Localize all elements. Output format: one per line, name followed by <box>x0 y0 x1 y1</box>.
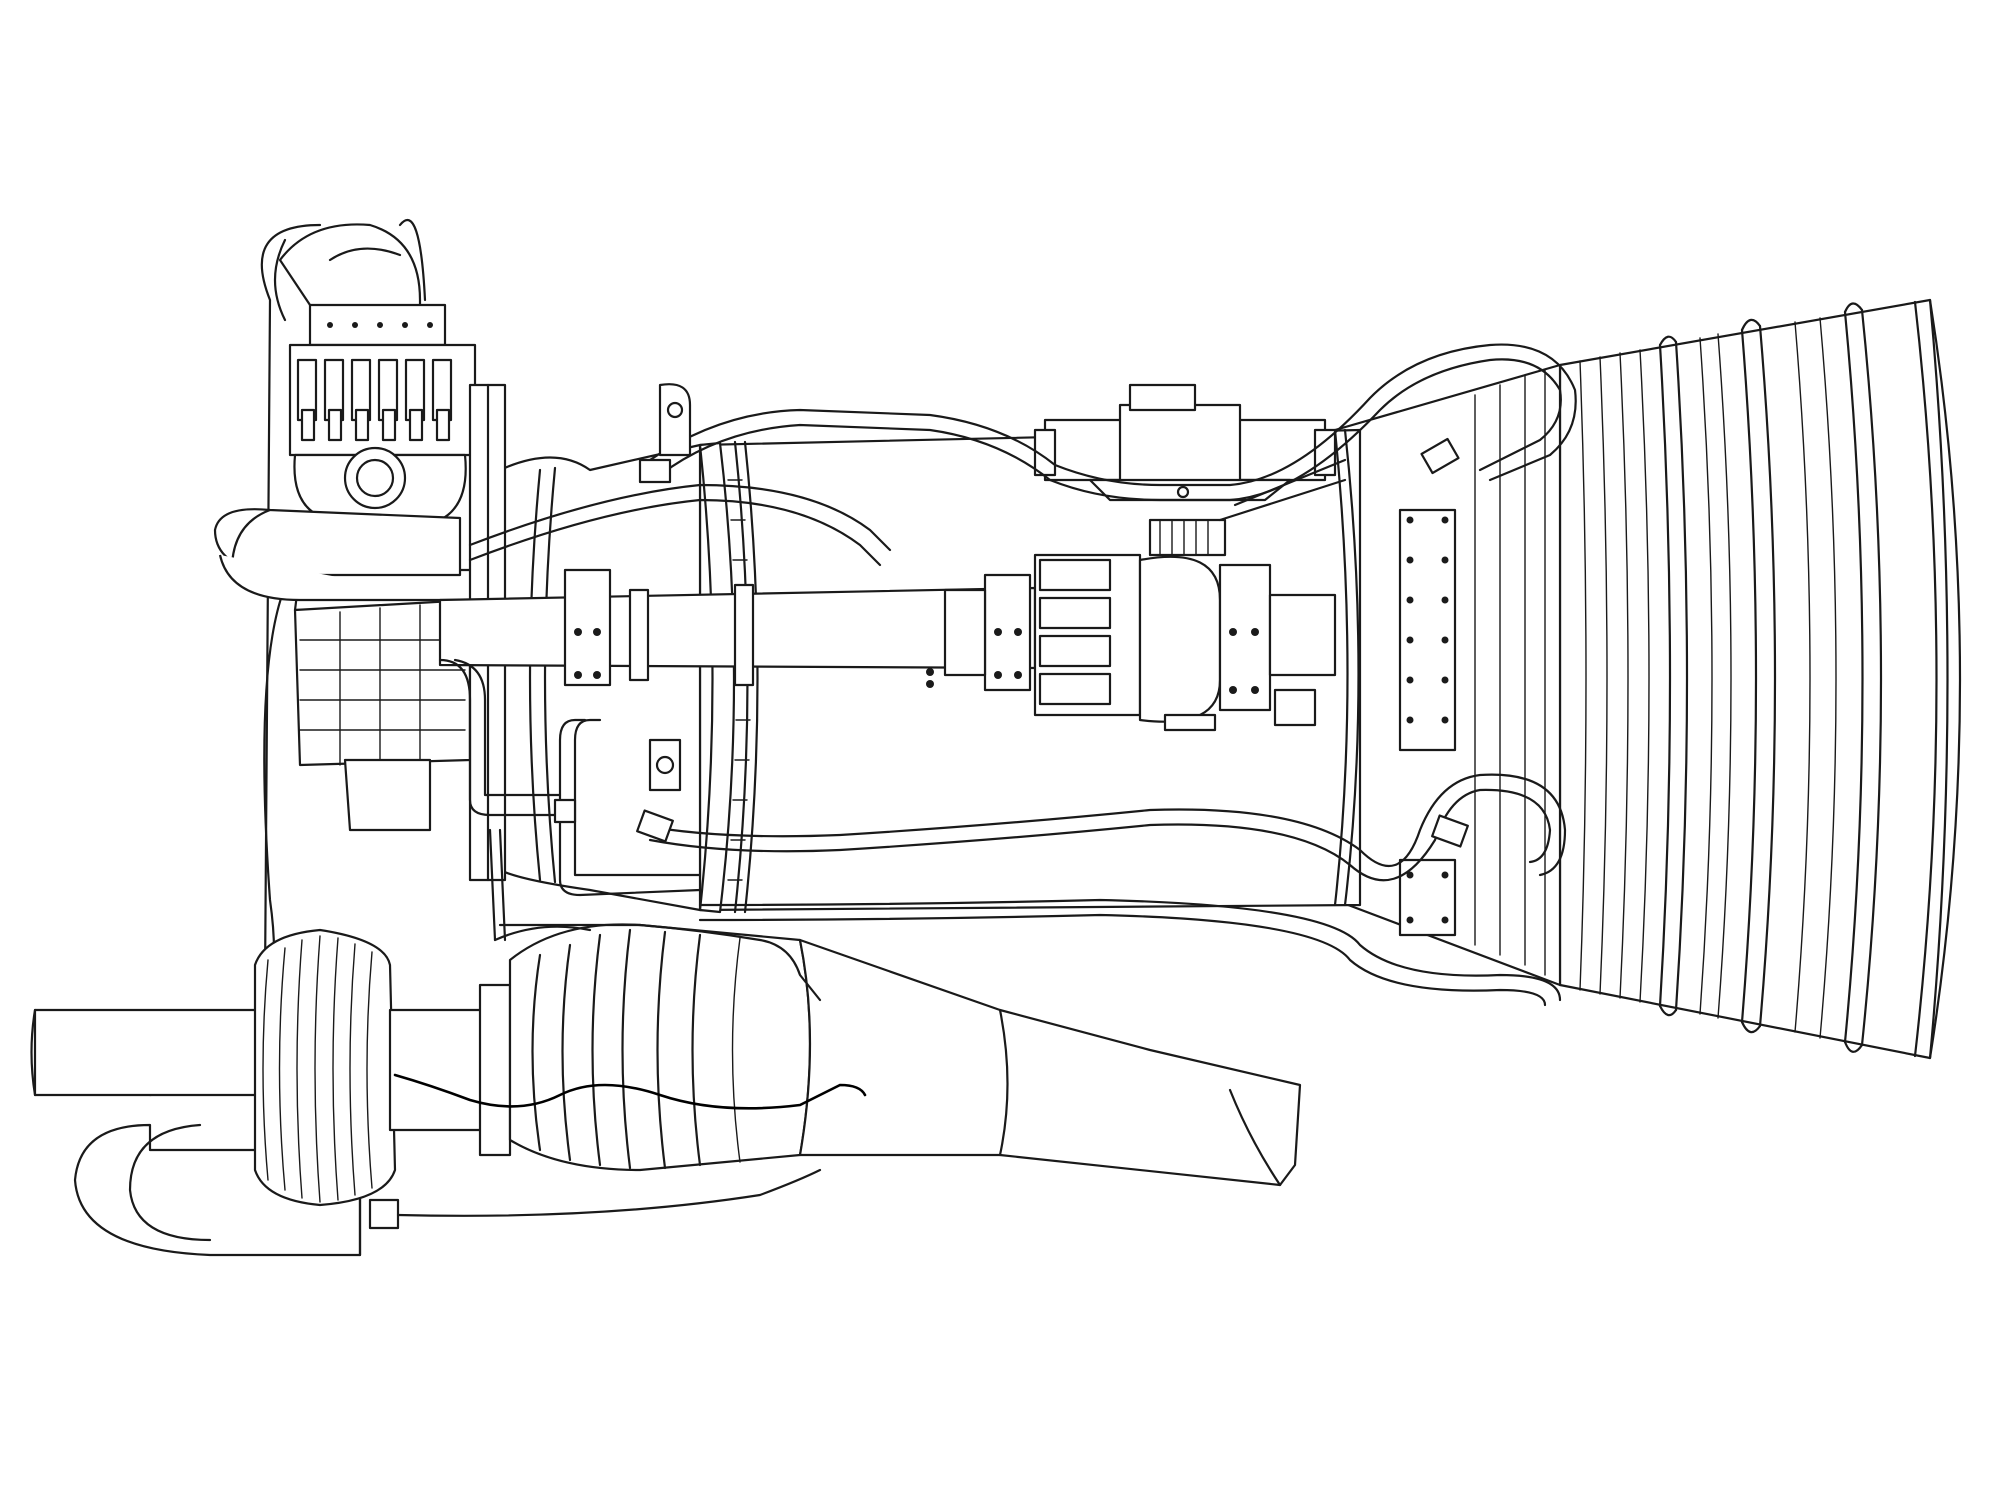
lower-feed-tube <box>558 718 1567 1007</box>
clamp-holes-a <box>574 628 601 679</box>
gear-teeth <box>1159 519 1209 556</box>
collar-holes <box>1229 628 1259 694</box>
clamp-holes-b <box>994 628 1022 679</box>
sensor-wire <box>393 1073 867 1110</box>
inlet-duct <box>213 508 462 602</box>
heat-exchanger <box>253 923 1302 1230</box>
thrust-chamber <box>1333 363 1562 987</box>
drum-ribs <box>262 935 373 1203</box>
clamp-fingers <box>296 358 453 442</box>
bellows-folds <box>531 928 741 1170</box>
panel-bolts <box>1406 516 1449 924</box>
upper-feed-tube <box>468 343 1577 567</box>
head-bolts <box>327 322 433 328</box>
main-valve <box>1033 518 1337 732</box>
nozzle-extension <box>1558 298 1962 1060</box>
small-pipes <box>438 658 592 942</box>
turbine-fins <box>299 604 466 766</box>
valve-fins <box>1038 558 1112 706</box>
propellant-line <box>438 568 1037 692</box>
